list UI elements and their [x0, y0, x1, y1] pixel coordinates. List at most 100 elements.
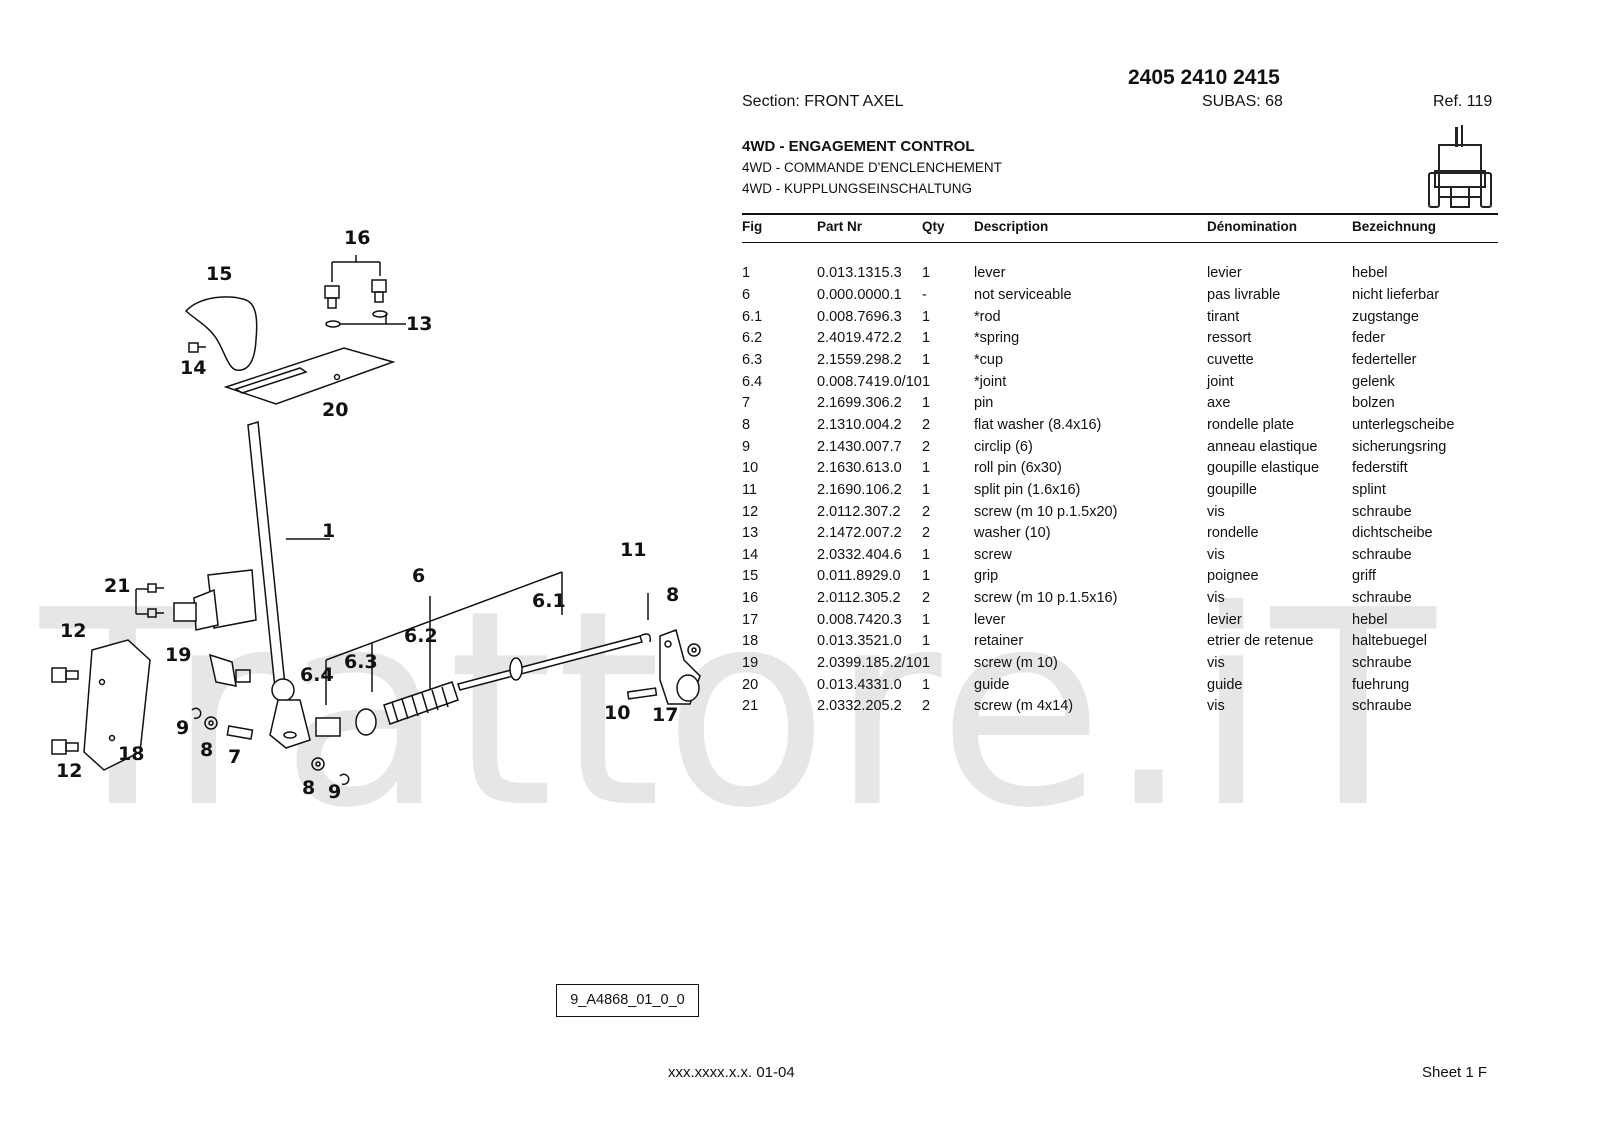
cell-description: lever	[974, 265, 1006, 282]
section-label: Section: FRONT AXEL	[742, 93, 904, 110]
callout-label: 8	[200, 739, 213, 761]
table-header-rule	[742, 242, 1498, 243]
cell-bezeichnung: federstift	[1352, 460, 1408, 477]
cell-bezeichnung: haltebuegel	[1352, 633, 1427, 650]
cell-part-nr: 2.1430.007.7	[817, 438, 902, 455]
cell-description: *rod	[974, 308, 1001, 325]
cell-qty: 2	[922, 525, 931, 542]
cell-denomination: vis	[1207, 546, 1225, 563]
cell-description: guide	[974, 676, 1010, 693]
callout-label: 8	[302, 777, 315, 799]
cell-part-nr: 2.1559.298.2	[817, 352, 902, 369]
cell-description: screw (m 10 p.1.5x20)	[974, 503, 1118, 520]
cell-qty: 1	[922, 373, 931, 390]
cell-fig: 15	[742, 568, 759, 585]
cell-denomination: joint	[1207, 373, 1234, 390]
title-english: 4WD - ENGAGEMENT CONTROL	[742, 138, 975, 155]
callout-label: 9	[176, 717, 189, 739]
cell-description: screw (m 10)	[974, 654, 1058, 671]
cell-bezeichnung: schraube	[1352, 698, 1412, 715]
cell-description: *joint	[974, 373, 1007, 390]
cell-description: *cup	[974, 352, 1004, 369]
footer-doc-code: xxx.xxxx.x.x. 01-04	[668, 1064, 795, 1081]
cell-qty: 2	[922, 698, 931, 715]
subas-label: SUBAS: 68	[1202, 93, 1283, 110]
cell-part-nr: 2.1690.106.2	[817, 481, 902, 498]
callout-label: 6.4	[300, 664, 334, 686]
cell-part-nr: 2.0332.404.6	[817, 546, 902, 563]
table-row: 15 0.011.8929.0 1 grip poignee griff	[742, 566, 1498, 588]
cell-fig: 6	[742, 287, 751, 304]
cell-denomination: goupille	[1207, 481, 1257, 498]
callout-label: 6.1	[532, 590, 566, 612]
cell-description: screw (m 4x14)	[974, 698, 1074, 715]
cell-description: lever	[974, 611, 1006, 628]
cell-fig: 16	[742, 590, 759, 607]
cell-bezeichnung: zugstange	[1352, 308, 1419, 325]
callout-label: 21	[104, 575, 130, 597]
callout-label: 6.3	[344, 651, 378, 673]
cell-denomination: vis	[1207, 503, 1225, 520]
cell-qty: 2	[922, 590, 931, 607]
cell-qty: 1	[922, 568, 931, 585]
cell-qty: 1	[922, 546, 931, 563]
cell-part-nr: 2.1310.004.2	[817, 416, 902, 433]
cell-bezeichnung: hebel	[1352, 265, 1388, 282]
cell-description: screw (m 10 p.1.5x16)	[974, 590, 1118, 607]
cell-bezeichnung: schraube	[1352, 654, 1412, 671]
cell-description: roll pin (6x30)	[974, 460, 1062, 477]
callout-label: 9	[328, 781, 341, 803]
drawing-code: 9_A4868_01_0_0	[556, 984, 699, 1017]
cell-denomination: poignee	[1207, 568, 1259, 585]
cell-fig: 11	[742, 481, 758, 498]
cell-fig: 1	[742, 265, 751, 282]
cell-qty: 1	[922, 395, 931, 412]
callout-label: 6	[412, 565, 425, 587]
callout-label: 16	[344, 227, 370, 249]
cell-denomination: rondelle plate	[1207, 416, 1295, 433]
cell-qty: 2	[922, 503, 931, 520]
cell-fig: 6.2	[742, 330, 763, 347]
cell-description: circlip (6)	[974, 438, 1033, 455]
cell-denomination: levier	[1207, 611, 1242, 628]
cell-qty: 1	[922, 633, 931, 650]
cell-fig: 21	[742, 698, 759, 715]
cell-part-nr: 0.011.8929.0	[817, 568, 901, 585]
cell-description: washer (10)	[974, 525, 1051, 542]
cell-description: screw	[974, 546, 1012, 563]
cell-fig: 19	[742, 654, 759, 671]
cell-qty: 1	[922, 481, 931, 498]
cell-bezeichnung: bolzen	[1352, 395, 1395, 412]
cell-fig: 13	[742, 525, 759, 542]
cell-qty: 1	[922, 308, 931, 325]
cell-description: not serviceable	[974, 287, 1072, 304]
cell-part-nr: 2.0399.185.2/10	[817, 654, 922, 671]
cell-bezeichnung: dichtscheibe	[1352, 525, 1433, 542]
cell-qty: 1	[922, 352, 931, 369]
col-qty: Qty	[922, 219, 945, 234]
cell-part-nr: 0.008.7420.3	[817, 611, 902, 628]
cell-bezeichnung: griff	[1352, 568, 1376, 585]
cell-part-nr: 0.008.7419.0/10	[817, 373, 922, 390]
callout-label: 19	[165, 644, 191, 666]
cell-denomination: tirant	[1207, 308, 1240, 325]
cell-qty: 1	[922, 460, 931, 477]
cell-fig: 6.4	[742, 373, 763, 390]
cell-description: grip	[974, 568, 999, 585]
col-description: Description	[974, 219, 1049, 234]
